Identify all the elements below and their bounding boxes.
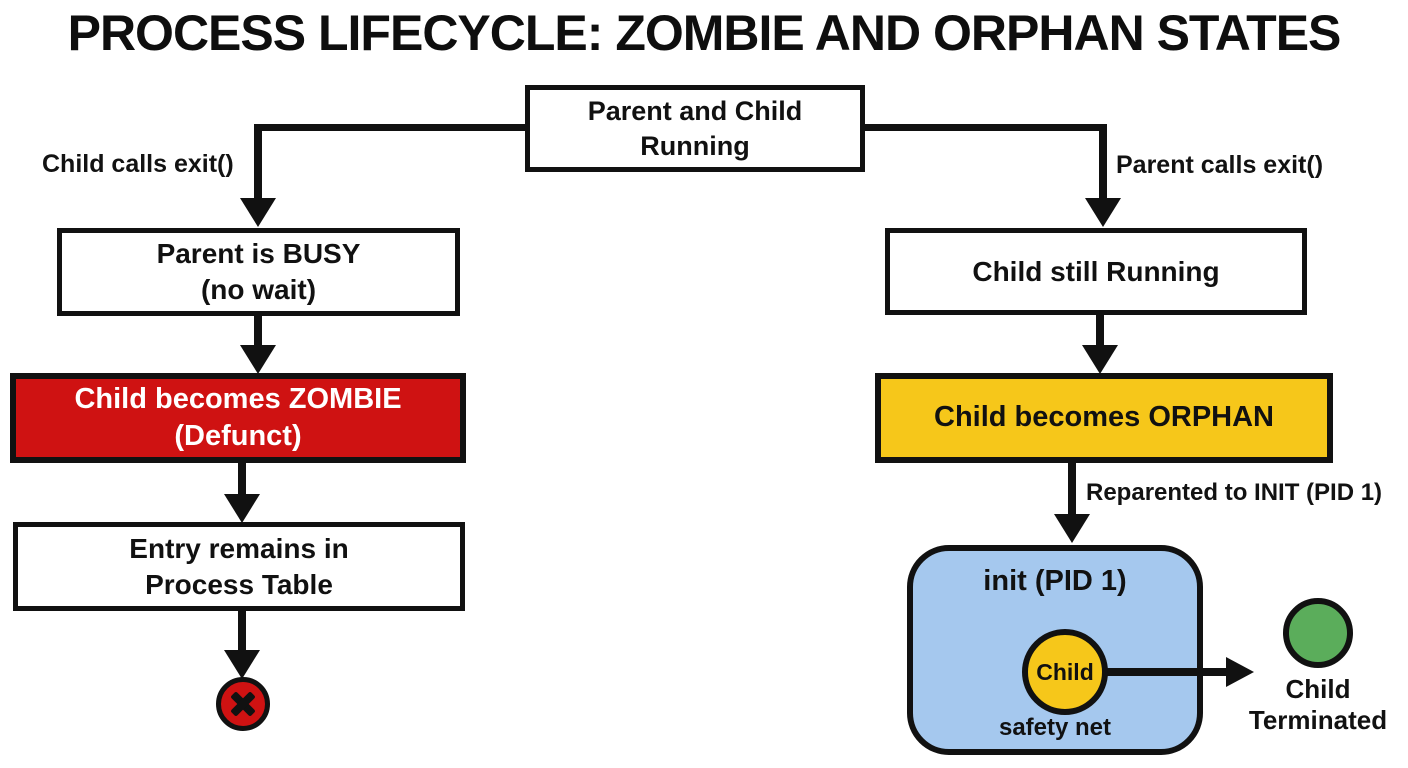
child-process-circle: Child [1022, 629, 1108, 715]
connector-top-left-horizontal [255, 124, 527, 131]
node-child-still-running: Child still Running [885, 228, 1307, 315]
node-init-container [907, 545, 1203, 755]
edge-label-child-calls-exit: Child calls exit() [42, 150, 234, 178]
zombie-dead-end-icon [216, 677, 270, 731]
connector-top-left-vertical [254, 124, 262, 200]
init-title: init (PID 1) [983, 565, 1127, 597]
node-entry-remains-process-table: Entry remains in Process Table [13, 522, 465, 611]
node-parent-and-child-running: Parent and Child Running [525, 85, 865, 172]
arrowhead-left-down-icon [240, 198, 276, 227]
node-label: Parent is BUSY (no wait) [156, 238, 361, 305]
arrowhead-busy-to-zombie-icon [240, 345, 276, 374]
connector-running-to-orphan [1096, 315, 1104, 347]
connector-orphan-to-init [1068, 462, 1076, 516]
node-child-becomes-orphan: Child becomes ORPHAN [875, 373, 1333, 463]
init-caption: safety net [998, 714, 1112, 741]
page-title: PROCESS LIFECYCLE: ZOMBIE AND ORPHAN STA… [67, 5, 1342, 61]
node-label: Child still Running [972, 255, 1220, 287]
terminated-state-icon [1283, 598, 1353, 668]
node-label: Child becomes ZOMBIE (Defunct) [74, 382, 402, 452]
arrowhead-entry-to-terminator-icon [224, 650, 260, 679]
arrowhead-child-to-terminated-icon [1226, 657, 1254, 687]
node-label: Parent and Child Running [587, 95, 803, 161]
connector-entry-to-terminator [238, 610, 246, 652]
connector-busy-to-zombie [254, 315, 262, 347]
arrowhead-zombie-to-entry-icon [224, 494, 260, 523]
arrowhead-orphan-to-init-icon [1054, 514, 1090, 543]
connector-top-right-horizontal [863, 124, 1107, 131]
edge-label-reparented-to-init: Reparented to INIT (PID 1) [1086, 479, 1383, 506]
terminated-label: Child Terminated [1248, 674, 1388, 736]
node-child-becomes-zombie: Child becomes ZOMBIE (Defunct) [10, 373, 466, 463]
arrowhead-running-to-orphan-icon [1082, 345, 1118, 374]
connector-zombie-to-entry [238, 462, 246, 495]
node-parent-is-busy: Parent is BUSY (no wait) [57, 228, 460, 316]
edge-label-parent-calls-exit: Parent calls exit() [1116, 151, 1324, 179]
node-label: Entry remains in Process Table [129, 532, 349, 600]
connector-child-to-terminated [1100, 668, 1228, 676]
child-circle-label: Child [1036, 658, 1094, 685]
node-label: Child becomes ORPHAN [934, 401, 1274, 434]
arrowhead-right-down-icon [1085, 198, 1121, 227]
connector-top-right-vertical [1099, 124, 1107, 200]
